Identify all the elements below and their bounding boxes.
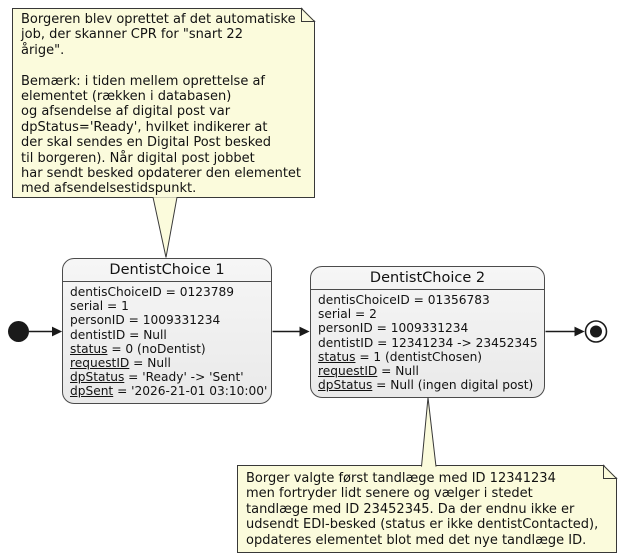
note-line: årige". xyxy=(21,42,65,58)
state-dentistchoice-1: DentistChoice 1 dentisChoiceID = 0123789… xyxy=(62,258,272,404)
note-line: og afsendelse af digital post var xyxy=(21,104,231,120)
state-attribute: serial = 2 xyxy=(318,307,377,322)
state-attribute: dpStatus = 'Ready' -> 'Sent' xyxy=(70,370,244,385)
transition-arrow-2 xyxy=(272,326,310,337)
state-dentistchoice-2: DentistChoice 2 dentisChoiceID = 0135678… xyxy=(310,266,545,398)
note-line: til borgeren). Når digital post jobbet xyxy=(21,150,255,166)
note-line: men fortryder lidt senere og vælger i st… xyxy=(246,486,533,502)
note-line: job, der skanner CPR for "snart 22 xyxy=(21,27,243,43)
state-attribute: status = 0 (noDentist) xyxy=(70,341,206,356)
state-attribute: dentistID = Null xyxy=(70,327,167,342)
state-title: DentistChoice 1 xyxy=(63,259,271,282)
final-state-icon xyxy=(584,320,608,343)
note-line: har sendt besked opdaterer den elementet xyxy=(21,166,302,182)
state-attribute: dpSent = '2026-21-01 03:10:00' xyxy=(70,384,268,399)
note-line: udsendt EDI-besked (status er ikke denti… xyxy=(246,517,599,533)
note-bottom: Borger valgte først tandlæge med ID 1234… xyxy=(237,465,617,553)
initial-state-icon xyxy=(8,321,29,342)
state-title: DentistChoice 2 xyxy=(311,267,544,290)
note-bottom-connector xyxy=(421,397,437,467)
note-line: dpStatus='Ready', hvilket indikerer at xyxy=(21,119,268,135)
state-attribute: dpStatus = Null (ingen digital post) xyxy=(318,378,534,393)
note-line: Borger valgte først tandlæge med ID 1234… xyxy=(246,471,556,486)
note-line: Borgeren blev oprettet af det automatisk… xyxy=(21,12,296,27)
state-attribute: serial = 1 xyxy=(70,299,129,314)
note-line: tandlæge med ID 23452345. Da der endnu i… xyxy=(246,501,575,517)
note-line: med afsendelsestidspunkt. xyxy=(21,181,197,197)
note-line: elementet (rækken i databasen) xyxy=(21,89,232,105)
transition-arrow-3 xyxy=(545,326,585,337)
state-attribute: personID = 1009331234 xyxy=(70,313,221,328)
note-line xyxy=(21,58,306,73)
state-attribute: personID = 1009331234 xyxy=(318,321,469,336)
state-attribute: dentisChoiceID = 01356783 xyxy=(318,293,490,307)
state-attribute: dentistID = 12341234 -> 23452345 xyxy=(318,335,538,350)
state-attribute: requestID = Null xyxy=(318,364,419,379)
note-line: der skal sendes en Digital Post besked xyxy=(21,135,272,151)
note-top-connector xyxy=(152,197,178,258)
state-attribute: requestID = Null xyxy=(70,356,171,371)
state-attribute: dentisChoiceID = 0123789 xyxy=(70,285,234,299)
state-attribute: status = 1 (dentistChosen) xyxy=(318,349,483,364)
note-top: Borgeren blev oprettet af det automatisk… xyxy=(12,8,315,198)
transition-arrow-1 xyxy=(29,326,63,337)
note-line: Bemærk: i tiden mellem oprettelse af xyxy=(21,73,265,89)
note-line: opdateres elementet blot med det nye tan… xyxy=(246,532,587,548)
